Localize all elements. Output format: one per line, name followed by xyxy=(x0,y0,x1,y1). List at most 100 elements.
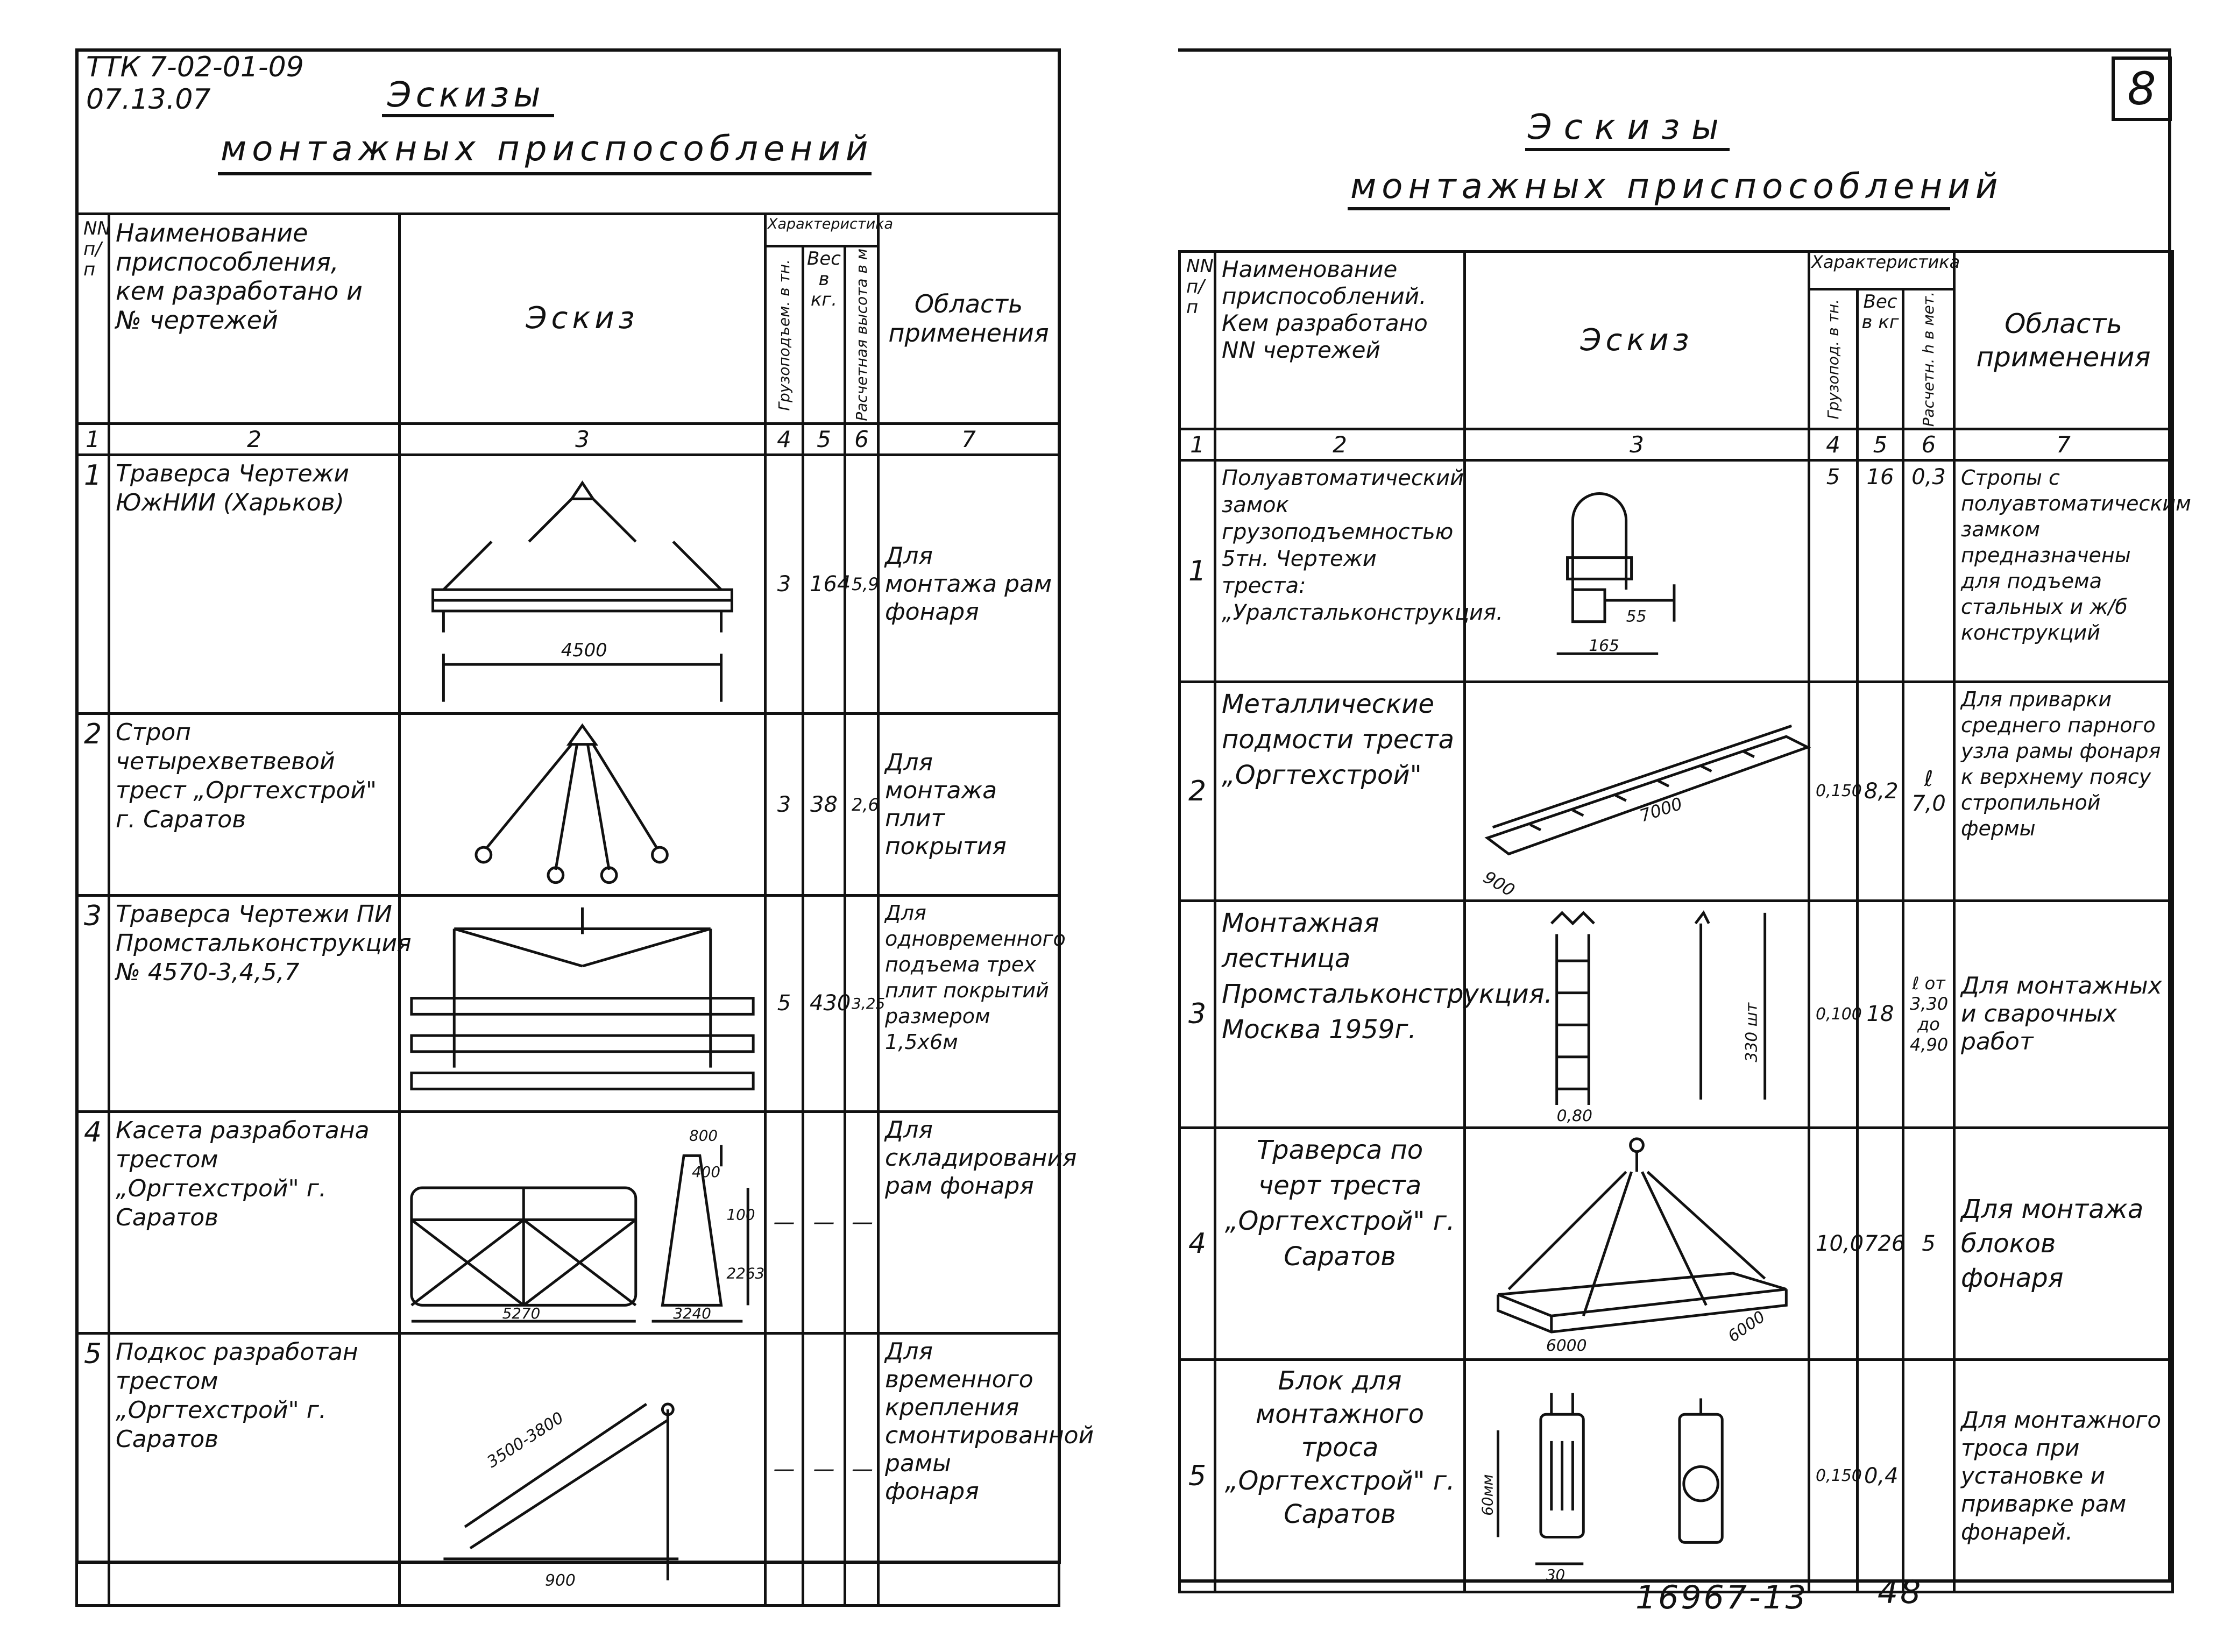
table-row: 4 Траверса по черт треста „Оргтехстрой" … xyxy=(1178,1126,2174,1362)
application-area: Для монтажного троса при установке и при… xyxy=(1953,1358,2174,1593)
sketch-semiautomatic-lock: 55 165 xyxy=(1463,459,1810,684)
application-area: Для монтажа плит покрытия xyxy=(877,712,1061,897)
left-colnum: 2 xyxy=(108,422,401,456)
application-area: Для монтажных и сварочных работ xyxy=(1953,899,2174,1129)
document-code-line2: 07.13.07 xyxy=(86,83,211,116)
dimension-label: 2263 xyxy=(727,1265,765,1282)
sketch-four-leg-sling xyxy=(398,712,767,897)
weight: 8,2 xyxy=(1856,680,1904,902)
right-header-sketch: Эскиз xyxy=(1463,250,1810,431)
dimension-label: 4500 xyxy=(561,640,607,661)
row-number: 4 xyxy=(1178,1126,1216,1362)
brace-sketch-drawing: 3500-3800 900 xyxy=(443,1402,679,1590)
document-code: ТТК 7-02-01-09 07.13.07 xyxy=(86,51,304,116)
dimension-label: 6000 xyxy=(1546,1336,1587,1355)
fixture-name: Касета разработана трестом „Оргтехстрой"… xyxy=(108,1110,401,1335)
dimension-label: 100 xyxy=(727,1206,755,1223)
left-header-nn: NN п/п xyxy=(75,212,111,425)
load-capacity: 5 xyxy=(764,894,804,1113)
weight: 16 xyxy=(1856,459,1904,684)
page-number: 8 xyxy=(2127,62,2156,115)
dimension-label: 6000 xyxy=(1725,1307,1769,1346)
left-title-line: монтажных приспособлений xyxy=(221,129,874,169)
cassette-sketch-drawing: 800 400 100 2263 5270 3240 xyxy=(410,1126,765,1323)
weight: — xyxy=(802,1110,846,1335)
right-header-load: Грузопод. в тн. xyxy=(1808,287,1859,431)
left-header-area: Область применения xyxy=(877,212,1061,425)
right-header-name: Наименование приспособлений. Кем разрабо… xyxy=(1214,250,1466,431)
right-colnum: 4 xyxy=(1808,428,1859,462)
height: 2,6 xyxy=(843,712,880,897)
fixture-name: Блок для монтажного троса „Оргтехстрой" … xyxy=(1214,1358,1466,1593)
right-colnum: 6 xyxy=(1902,428,1956,462)
table-row: 3 Траверса Чертежи ПИ Промстальконструкц… xyxy=(75,894,1066,1113)
dimension-label: 330 шт xyxy=(1743,1002,1761,1062)
height: 5,9 xyxy=(843,453,880,715)
table-row: 5 Блок для монтажного троса „Оргтехстрой… xyxy=(1178,1358,2174,1593)
table-row: 1 Полуавтоматический замок грузоподъемно… xyxy=(1178,459,2191,684)
page-number-box: 8 xyxy=(2112,56,2172,121)
right-title-line-underline xyxy=(1348,207,1950,210)
application-area: Для монтажа рам фонаря xyxy=(877,453,1061,715)
table-row: 2 Металлические подмости треста „Оргтехс… xyxy=(1178,680,2174,902)
application-area: Для одновременного подъема трех плит пок… xyxy=(877,894,1066,1113)
height: 0,3 xyxy=(1902,459,1956,684)
ladder-sketch-drawing: 330 шт 0,80 xyxy=(1550,910,1767,1125)
left-colnum: 6 xyxy=(843,422,880,456)
table-row: 4 Касета разработана трестом „Оргтехстро… xyxy=(75,1110,1076,1335)
right-header-characteristic: Характеристика xyxy=(1808,250,1960,290)
left-colnum: 1 xyxy=(75,422,110,456)
right-colnum: 5 xyxy=(1856,428,1904,462)
left-fixtures-table: NN п/п Наименование приспособления, кем … xyxy=(75,212,1094,1607)
left-header-load: Грузоподъем. в тн. xyxy=(764,245,804,425)
dimension-label: 3240 xyxy=(673,1304,711,1322)
left-header-characteristic: Характеристика xyxy=(763,212,893,247)
table-row: 1 Траверса Чертежи ЮжНИИ (Харьков) xyxy=(75,453,1061,715)
height: 3,25 xyxy=(843,894,885,1113)
dimension-label: 5270 xyxy=(502,1304,541,1322)
fixture-name: Траверса Чертежи ПИ Промстальконструкция… xyxy=(108,894,412,1113)
table-row: 3 Монтажная лестница Промстальконструкци… xyxy=(1178,899,2174,1129)
right-header-nn: NN п/п xyxy=(1178,250,1216,431)
right-colnum: 1 xyxy=(1178,428,1216,462)
dimension-label: 800 xyxy=(689,1126,718,1144)
sketch-pulley-block: 60мм 30 xyxy=(1463,1358,1810,1593)
footer-page: 48 xyxy=(1878,1573,1923,1611)
fixture-name: Траверса Чертежи ЮжНИИ (Харьков) xyxy=(108,453,401,715)
row-number: 5 xyxy=(1178,1358,1216,1593)
application-area: Для временного крепления смонтированной … xyxy=(877,1331,1094,1607)
right-header-weight: Вес в кг xyxy=(1856,287,1904,431)
traverse-sketch-drawing: 4500 xyxy=(431,480,733,702)
right-title-line: монтажных приспособлений xyxy=(1350,167,2003,207)
weight: — xyxy=(802,1331,846,1607)
document-code-line1: ТТК 7-02-01-09 xyxy=(86,51,304,83)
fixture-name: Строп четырехветвевой трест „Оргтехстрой… xyxy=(108,712,401,897)
traverse-slabs-sketch-drawing xyxy=(410,907,755,1090)
footer-code: 16967-13 xyxy=(1635,1579,1808,1616)
weight: 726 xyxy=(1856,1126,1905,1362)
application-area: Стропы с полуавтоматическим замком предн… xyxy=(1953,459,2191,684)
right-header-height: Расчетн. h в мет. xyxy=(1902,287,1956,431)
load-capacity: 0,100 xyxy=(1808,899,1862,1129)
lock-sketch-drawing: 55 165 xyxy=(1556,492,1676,655)
traverse-blocks-sketch-drawing: 6000 6000 xyxy=(1497,1137,1788,1355)
application-area: Для складирования рам фонаря xyxy=(877,1110,1076,1335)
sling-sketch-drawing xyxy=(474,723,669,884)
weight: 38 xyxy=(802,712,846,897)
application-area: Для монтажа блоков фонаря xyxy=(1953,1126,2174,1362)
row-number: 1 xyxy=(75,453,110,715)
left-colnum: 3 xyxy=(398,422,767,456)
right-fixtures-table: NN п/п Наименование приспособлений. Кем … xyxy=(1178,250,2191,1593)
right-colnum: 2 xyxy=(1214,428,1466,462)
left-title-word: Эскизы xyxy=(387,75,545,115)
left-title-line-underline xyxy=(218,172,872,175)
left-header-height: Расчетная высота в м xyxy=(843,245,880,425)
fixture-name: Траверса по черт треста „Оргтехстрой" г.… xyxy=(1214,1126,1466,1362)
application-area: Для приварки среднего парного узла рамы … xyxy=(1953,680,2174,902)
load-capacity: — xyxy=(764,1331,804,1607)
weight: 18 xyxy=(1856,899,1904,1129)
pulley-block-sketch-drawing: 60мм 30 xyxy=(1479,1393,1724,1584)
load-capacity: 3 xyxy=(764,453,804,715)
left-colnum: 5 xyxy=(802,422,846,456)
